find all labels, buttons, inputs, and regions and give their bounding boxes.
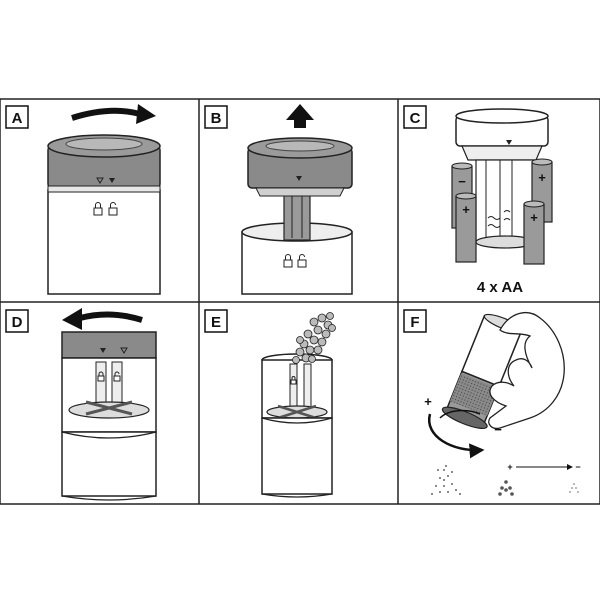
marker-open-d xyxy=(120,347,128,354)
marker-closed-a xyxy=(109,178,115,183)
panel-label-box-f xyxy=(403,309,427,333)
mill-ring-a xyxy=(47,185,161,193)
mill-window-d xyxy=(61,357,157,433)
lock-icon-e xyxy=(290,376,297,385)
panel-label-c: C xyxy=(410,110,421,127)
panel-grid xyxy=(0,98,600,505)
hand-outline xyxy=(488,312,565,430)
rotate-right-arrowhead xyxy=(136,104,156,124)
scale-minus: − xyxy=(575,462,580,472)
mill-body-d xyxy=(61,431,157,497)
mill-body-b xyxy=(241,231,353,295)
rotate-right-arrow xyxy=(71,107,141,121)
battery-4: + xyxy=(523,200,545,265)
battery-sign-3: + xyxy=(462,202,470,217)
marker-open-a xyxy=(96,177,104,184)
panel-label-box-d xyxy=(5,309,29,333)
panel-label-e: E xyxy=(211,314,221,331)
panel-label-d: D xyxy=(12,314,23,331)
fine-grind-pile xyxy=(569,483,579,493)
lock-closed-icon xyxy=(93,202,103,216)
mill-cap-skirt-c xyxy=(461,145,543,161)
lock-open-icon xyxy=(297,254,307,268)
panel-label-a: A xyxy=(12,110,23,127)
panel-b: B xyxy=(204,104,353,295)
mill-cap-top-c xyxy=(455,108,549,124)
peppercorns-pouring xyxy=(292,312,336,364)
mill-cap-skirt-b xyxy=(255,187,345,197)
mill-cap-inner-a xyxy=(65,137,143,151)
mill-cap-inner-b xyxy=(265,140,335,152)
panel-label-box-e xyxy=(204,309,228,333)
scale-plus: + xyxy=(507,462,512,472)
panel-f: F + − + − xyxy=(403,309,581,496)
rotation-arrow-f xyxy=(427,413,485,459)
coarseness-plus: + xyxy=(424,394,432,409)
panel-e: E xyxy=(204,309,336,498)
battery-sign-4: + xyxy=(530,210,538,225)
panel-d: D xyxy=(5,308,157,501)
lock-open-icon xyxy=(113,371,121,382)
ground-pepper-pile xyxy=(431,465,461,495)
panel-a: A xyxy=(5,104,161,295)
battery-caption: 4 x AA xyxy=(477,279,523,296)
marker-closed-b xyxy=(296,176,302,181)
panel-c: C − + + + xyxy=(403,105,553,296)
marker-closed-d xyxy=(100,348,106,353)
lift-up-arrow xyxy=(286,104,314,128)
coarseness-minus: − xyxy=(494,422,502,437)
coarse-grind-pile xyxy=(498,480,514,496)
panel-label-f: F xyxy=(410,314,419,331)
panel-label-box-c xyxy=(403,105,427,129)
panel-label-box-b xyxy=(204,105,228,129)
rotate-left-arrowhead xyxy=(62,308,82,330)
panel-label-box-a xyxy=(5,105,29,129)
marker-c xyxy=(506,140,512,145)
rotate-left-arrow xyxy=(79,311,143,323)
lock-closed-icon xyxy=(97,371,105,382)
lock-closed-icon xyxy=(283,254,293,268)
mill-cap-d xyxy=(61,331,157,359)
grinder-shaft-b xyxy=(283,191,311,241)
panel-label-b: B xyxy=(211,110,222,127)
battery-sign-2: + xyxy=(538,170,546,185)
mill-body-e xyxy=(261,417,333,495)
battery-3: + xyxy=(455,192,477,263)
battery-sign-1: − xyxy=(458,174,466,189)
mill-body-a xyxy=(47,189,161,295)
grinder-blade-d xyxy=(68,401,150,419)
lock-open-icon xyxy=(108,202,118,216)
